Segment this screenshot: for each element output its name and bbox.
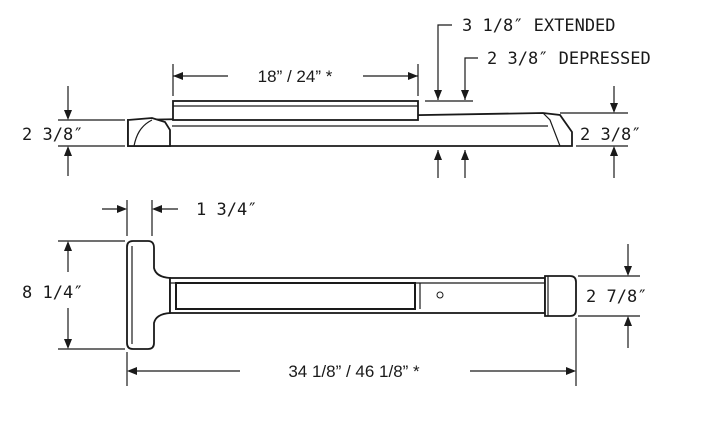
dimension-rail-height-left: 2 3/8″ (22, 125, 83, 145)
front-view-end-cap (126, 240, 171, 350)
dimension-push-pad-length: 18” / 24” * (258, 67, 333, 86)
dimension-overall-length: 34 1/8” / 46 1/8” * (288, 362, 420, 381)
dimension-depressed: 2 3/8″ DEPRESSED (487, 49, 651, 69)
dimension-end-cap-height: 8 1/4″ (22, 283, 83, 303)
dimension-housing-height: 2 7/8″ (586, 287, 647, 307)
front-view-housing-end (544, 275, 577, 317)
front-view-screw-hole (436, 291, 444, 299)
dimension-end-cap-width: 1 3/4″ (196, 200, 257, 220)
front-view: 1 3/4″ 8 1/4″ 2 7/8″ 34 1/8” / 46 1/8” * (22, 200, 647, 386)
side-view: 18” / 24” * 3 1/8″ EXTENDED 2 3/8″ DEPRE… (22, 16, 651, 178)
side-view-end-cap (127, 117, 171, 147)
side-view-push-pad (172, 100, 419, 121)
dimension-extended: 3 1/8″ EXTENDED (462, 16, 616, 36)
dimension-rail-height-right: 2 3/8″ (580, 125, 641, 145)
